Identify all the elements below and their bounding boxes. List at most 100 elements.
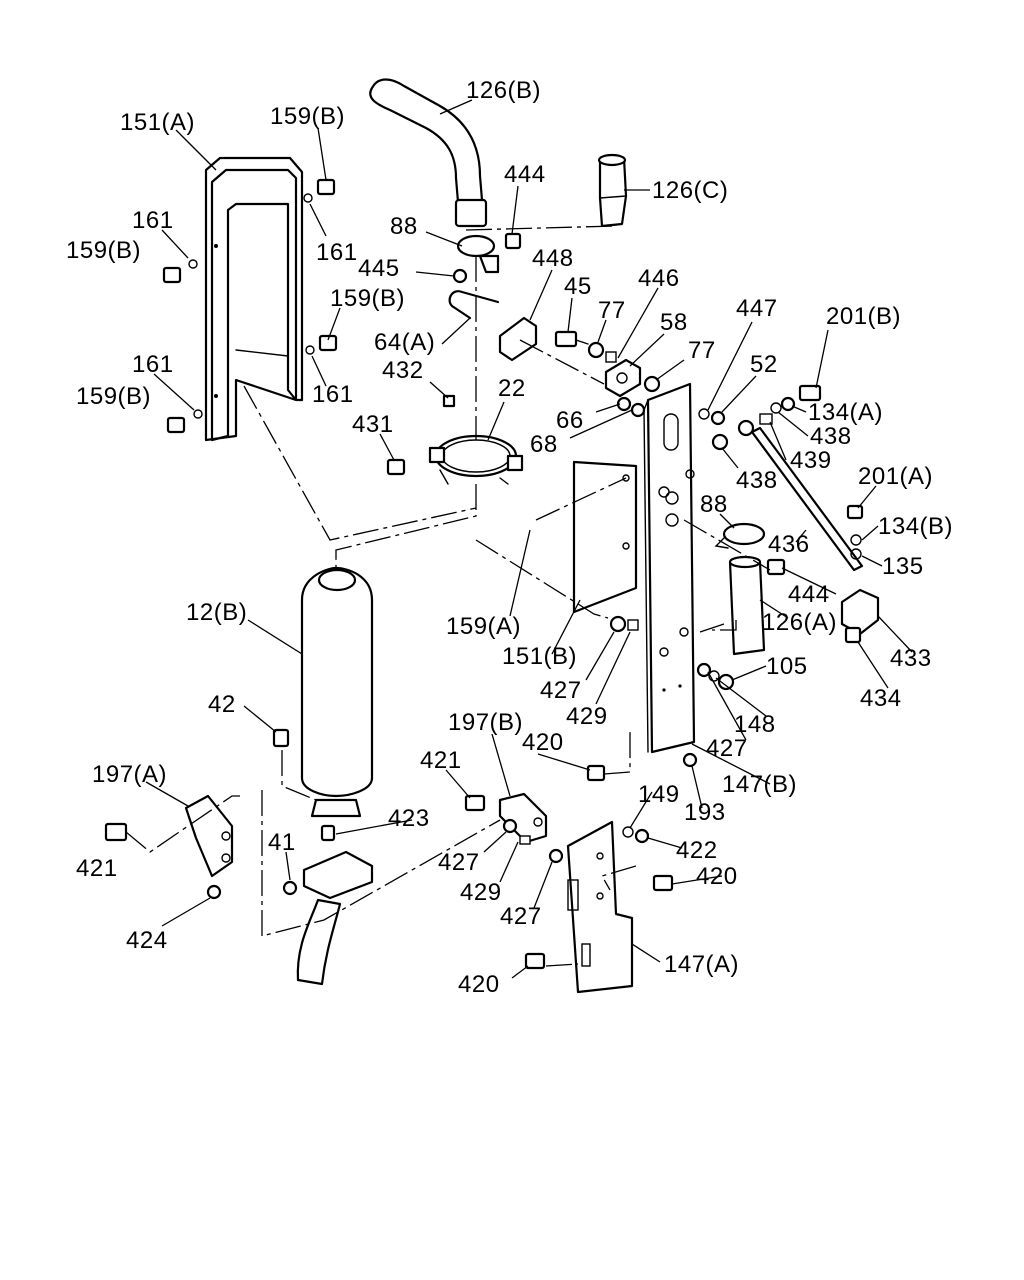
washer-134b — [850, 534, 862, 546]
bolt-159b-mid-right — [305, 334, 338, 355]
nut-105 — [717, 673, 735, 691]
bolt-42 — [272, 728, 290, 748]
washer-438-upper — [737, 419, 755, 437]
leader-lines — [145, 99, 913, 979]
washer-427-mid — [609, 615, 627, 633]
label-436: 436 — [768, 531, 810, 558]
label-148: 148 — [734, 711, 776, 738]
bolt-159b-left-upper — [162, 259, 198, 284]
label-52: 52 — [750, 351, 778, 378]
spacer-439 — [759, 413, 773, 425]
band-clamp-22 — [428, 434, 524, 485]
label-42: 42 — [208, 691, 236, 718]
stay-rod-436 — [750, 426, 864, 572]
label-193: 193 — [684, 799, 726, 826]
mounting-bracket-147a — [566, 820, 634, 994]
label-147b: 147(B) — [722, 771, 797, 798]
part-labels: 126(B) 151(A) 159(B) 444 126(C) 161 159(… — [66, 77, 953, 998]
label-421-1: 421 — [420, 747, 462, 774]
label-420-3: 420 — [458, 971, 500, 998]
label-201b: 201(B) — [826, 303, 901, 330]
heat-shield-151a — [204, 156, 304, 442]
label-432: 432 — [382, 357, 424, 384]
label-159b-3: 159(B) — [330, 285, 405, 312]
label-135: 135 — [882, 553, 924, 580]
label-427-3: 427 — [438, 849, 480, 876]
bolt-444-lower — [766, 558, 786, 576]
label-444-2: 444 — [788, 581, 830, 608]
label-431: 431 — [352, 411, 394, 438]
washer-77-lower — [643, 375, 661, 393]
label-447: 447 — [736, 295, 778, 322]
rain-cap-126c — [597, 153, 628, 228]
label-434: 434 — [860, 685, 902, 712]
washer-134a — [770, 396, 796, 414]
bolt-45 — [554, 330, 589, 348]
washer-77-upper — [587, 341, 605, 359]
label-77-1: 77 — [598, 297, 626, 324]
spacer-446 — [605, 351, 617, 363]
tail-pipe-126a — [728, 555, 766, 656]
mounting-bracket-147b — [643, 382, 696, 754]
nut-52 — [710, 410, 726, 426]
bolt-420-right — [652, 874, 674, 892]
label-429-1: 429 — [566, 703, 608, 730]
label-446: 446 — [638, 265, 680, 292]
u-bolt-64a — [448, 290, 500, 320]
label-68: 68 — [530, 431, 558, 458]
label-438-1: 438 — [810, 423, 852, 450]
label-22: 22 — [498, 375, 526, 402]
label-66: 66 — [556, 407, 584, 434]
label-159b-1: 159(B) — [270, 103, 345, 130]
label-159b-2: 159(B) — [66, 237, 141, 264]
bolt-421-right — [464, 794, 486, 812]
spacer-429-mid — [627, 619, 639, 631]
label-88-1: 88 — [390, 213, 418, 240]
bracket-448 — [498, 316, 538, 362]
washer-135 — [850, 548, 862, 560]
label-159b-4: 159(B) — [76, 383, 151, 410]
label-427-2: 427 — [706, 735, 748, 762]
label-424: 424 — [126, 927, 168, 954]
label-126b: 126(B) — [466, 77, 541, 104]
flange-lower-pipe — [296, 850, 374, 986]
label-64a: 64(A) — [374, 329, 435, 356]
label-444-1: 444 — [504, 161, 546, 188]
washer-447 — [698, 408, 710, 420]
washer-427-bottom-b — [548, 848, 564, 864]
label-197a: 197(A) — [92, 761, 167, 788]
label-161-2: 161 — [316, 239, 358, 266]
bolt-431 — [386, 458, 406, 476]
nut-424 — [206, 884, 222, 900]
bolt-444-upper — [504, 232, 522, 250]
nut-422 — [634, 828, 650, 844]
label-159a: 159(A) — [446, 613, 521, 640]
assembly-center-lines — [125, 225, 771, 967]
bolt-421-left — [104, 822, 128, 842]
label-134a: 134(A) — [808, 399, 883, 426]
washer-148 — [696, 662, 720, 682]
label-420-2: 420 — [696, 863, 738, 890]
label-161-1: 161 — [132, 207, 174, 234]
label-439: 439 — [790, 447, 832, 474]
washer-149 — [622, 826, 634, 838]
bolt-201a — [846, 504, 864, 520]
bolt-420-mid — [586, 764, 606, 782]
label-88-2: 88 — [700, 491, 728, 518]
label-201a: 201(A) — [858, 463, 933, 490]
spacer-429-bottom — [519, 835, 531, 845]
heat-shield-151b — [572, 460, 638, 614]
bracket-197a — [184, 794, 234, 878]
bolt-434 — [844, 626, 862, 644]
label-151b: 151(B) — [502, 643, 577, 670]
washer-438-lower — [711, 433, 729, 451]
label-12b: 12(B) — [186, 599, 247, 626]
label-134b: 134(B) — [878, 513, 953, 540]
label-423: 423 — [388, 805, 430, 832]
label-429-2: 429 — [460, 879, 502, 906]
muffler-12b — [300, 566, 374, 818]
clamp-88-lower — [714, 522, 766, 549]
label-41: 41 — [268, 829, 296, 856]
label-58: 58 — [660, 309, 688, 336]
